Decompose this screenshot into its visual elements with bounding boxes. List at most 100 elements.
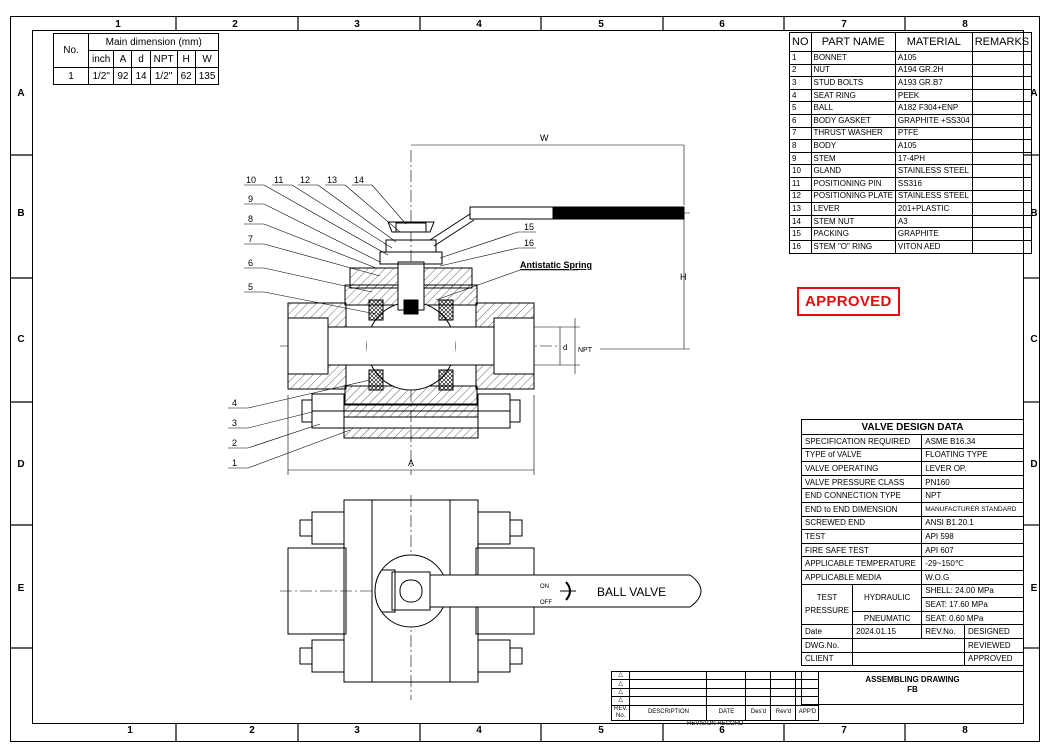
balloon-7: 7: [248, 234, 253, 244]
dim-col-W: W: [194, 50, 220, 68]
parts-header-material: MATERIAL: [894, 32, 973, 52]
outer-border: [10, 16, 1040, 742]
seat2-value: 0.60: [949, 613, 965, 623]
zone-top-7: 7: [841, 19, 847, 30]
balloon-5: 5: [248, 282, 253, 292]
dim-H-label: H: [680, 272, 687, 282]
balloon-6: 6: [248, 258, 253, 268]
revision-record-table: △ △ △ △ REV. No. DESCRIPTION DATE Des'd …: [610, 670, 820, 728]
rev-revd-header: Rev'd: [770, 704, 797, 721]
seat2-label: SEAT:: [925, 613, 947, 623]
parts-cell-name: STEM "O" RING: [810, 239, 896, 254]
client-value: [852, 651, 966, 667]
zone-top-5: 5: [598, 19, 604, 30]
dim-no-header: No.: [53, 33, 89, 68]
dwg-row: DWG.No.REVIEWED: [800, 637, 1024, 653]
parts-header-remarks: REMARKS: [971, 32, 1033, 52]
design-value: ASME B16.34: [921, 434, 1024, 449]
zone-right-C: C: [1030, 334, 1038, 345]
zone-left-D: D: [17, 459, 25, 470]
zone-right-A: A: [1030, 88, 1038, 99]
balloon-12: 12: [300, 175, 310, 185]
lever-ball-valve-text: BALL VALVE: [597, 585, 666, 599]
dim-d-label: d: [563, 343, 567, 352]
main-dimension-table: No. Main dimension (mm) inch A d NPT H W…: [53, 33, 220, 85]
balloon-9: 9: [248, 194, 253, 204]
lever-off-label: OFF: [540, 600, 552, 606]
balloon-11: 11: [274, 175, 283, 185]
dimension-lines: [287, 144, 690, 475]
dim-row-W: 135: [194, 67, 220, 85]
seat2-pressure: SEAT: 0.60 MPa: [921, 610, 1024, 626]
balloon-10: 10: [246, 175, 256, 185]
zone-bottom-1: 1: [127, 725, 133, 736]
seat1-value: 17.60: [949, 599, 970, 609]
design-row: APPLICABLE TEMPERATURE-29~150℃: [800, 556, 1024, 571]
zone-top-3: 3: [354, 19, 360, 30]
balloon-13: 13: [327, 175, 337, 185]
dim-col-inch: inch: [87, 50, 115, 68]
zone-bottom-4: 4: [476, 725, 482, 736]
valve-design-data-table: VALVE DESIGN DATA SPECIFICATION REQUIRED…: [800, 419, 1024, 667]
lever-on-label: ON: [540, 584, 549, 590]
revision-record-label: REVISION RECORD: [687, 720, 744, 727]
zone-top-8: 8: [962, 19, 968, 30]
parts-cell-remarks: [971, 239, 1033, 254]
dim-W-label: W: [540, 133, 549, 143]
balloon-8: 8: [248, 214, 253, 224]
zone-right-E: E: [1030, 583, 1038, 594]
balloon-1: 1: [232, 458, 237, 468]
zone-left-A: A: [17, 88, 25, 99]
approved-label: APPROVED: [964, 651, 1024, 667]
parts-header-name: PART NAME: [810, 32, 896, 52]
test-pressure-label: TEST PRESSURE: [800, 583, 854, 626]
zone-top-2: 2: [232, 19, 238, 30]
dim-A-label: A: [408, 458, 414, 468]
zone-bottom-3: 3: [354, 725, 360, 736]
rev-appd-header: APP'D: [795, 704, 820, 721]
rev-desd-header: Des'd: [745, 704, 772, 721]
shell-pressure: SHELL: 24.00 MPa: [921, 583, 1024, 599]
zone-bottom-8: 8: [962, 725, 968, 736]
balloon-14: 14: [354, 175, 364, 185]
seat2-unit: MPa: [966, 613, 984, 623]
shell-unit: MPa: [977, 586, 994, 596]
title-line-1: ASSEMBLING DRAWING: [865, 675, 960, 684]
dim-row-inch: 1/2": [87, 67, 115, 85]
seat1-label: SEAT:: [925, 599, 947, 609]
zone-right-D: D: [1030, 459, 1038, 470]
rev-no-header: REV. No.: [610, 704, 631, 721]
zone-bottom-5: 5: [598, 725, 604, 736]
zone-bottom-7: 7: [841, 725, 847, 736]
balloon-labels: 10 11 12 13 14 9 8 7 6 5 4 3 2 1 15 16: [232, 175, 534, 468]
balloon-2: 2: [232, 438, 237, 448]
shell-label: SHELL:: [925, 586, 953, 596]
zone-bottom-2: 2: [249, 725, 255, 736]
shell-value: 24.00: [955, 586, 976, 596]
seat1-unit: MPa: [971, 599, 988, 609]
balloon-4: 4: [232, 398, 237, 408]
zone-top-6: 6: [719, 19, 725, 30]
balloon-3: 3: [232, 418, 237, 428]
approved-stamp: APPROVED: [797, 287, 900, 316]
balloon-15: 15: [524, 222, 534, 232]
zone-top-4: 4: [476, 19, 482, 30]
design-title: VALVE DESIGN DATA: [801, 419, 1024, 435]
zone-left-E: E: [17, 583, 25, 594]
